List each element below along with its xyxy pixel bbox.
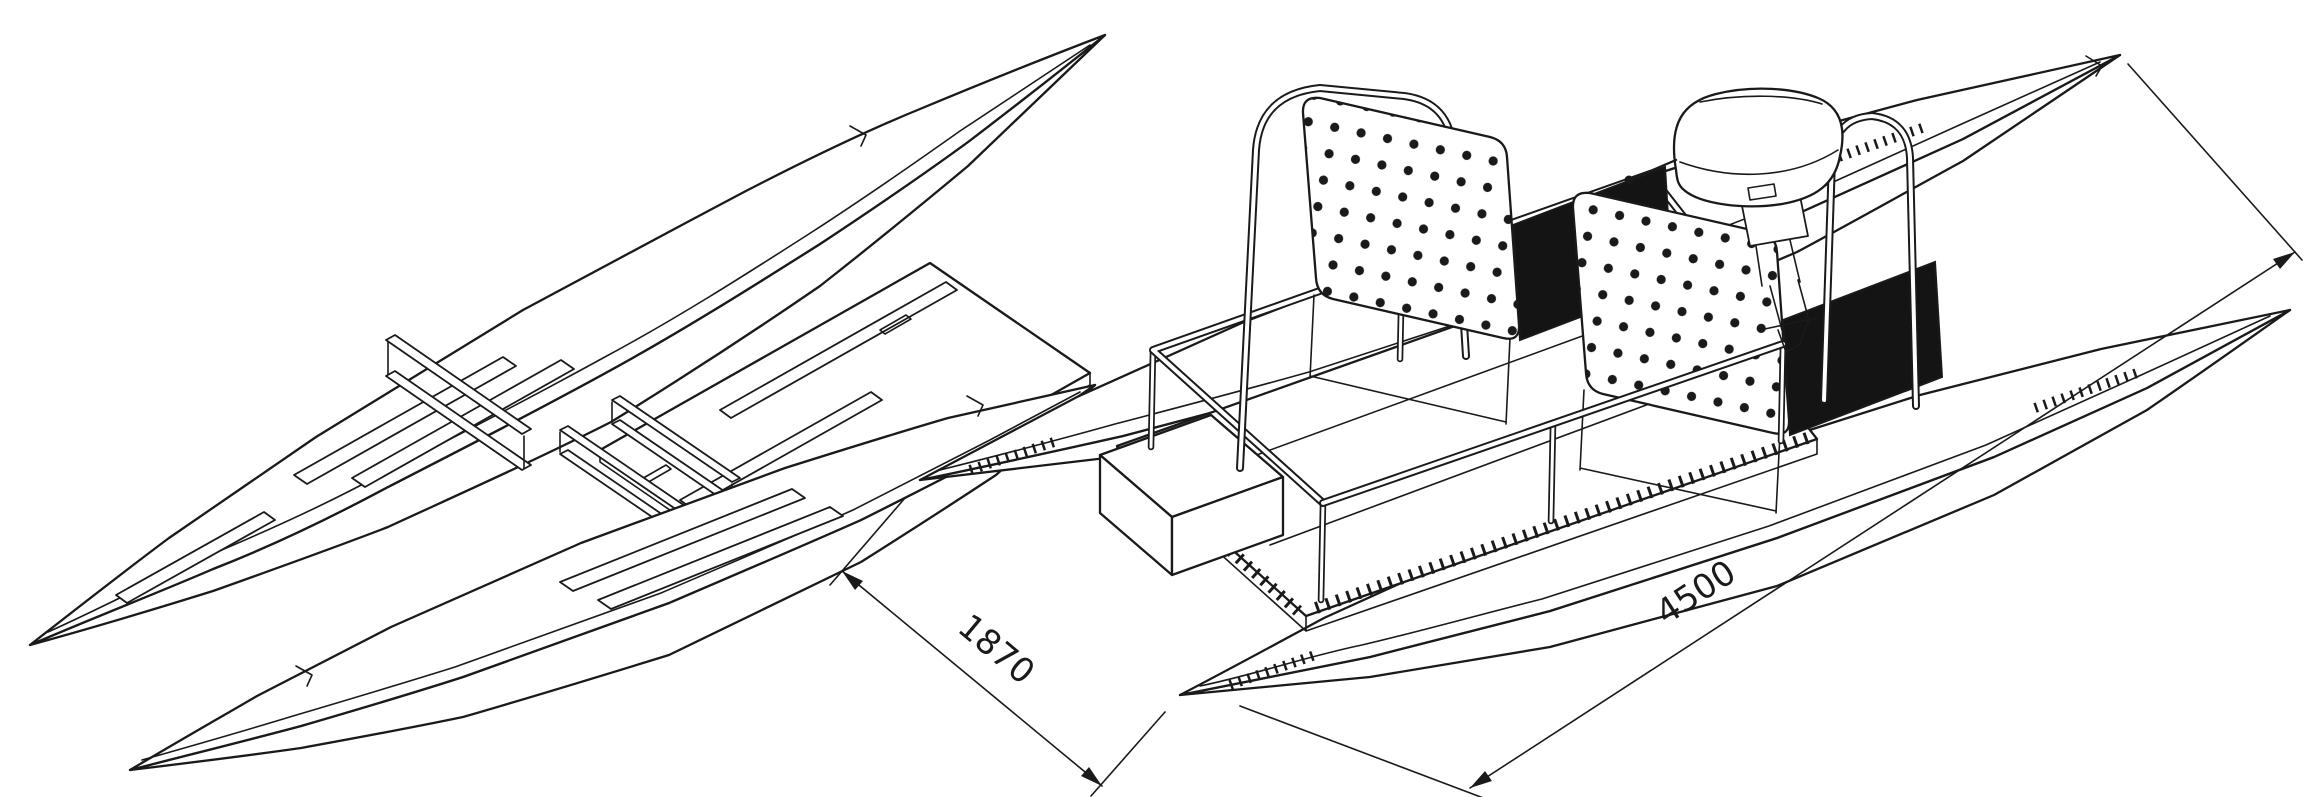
seat-backrest-perforation — [1302, 97, 1520, 339]
railing-front-rail — [1321, 342, 1785, 505]
exploded-near-hull — [128, 383, 1097, 772]
dimension-beam-label: 1870 — [950, 606, 1042, 692]
exploded-hulls-view — [28, 33, 1107, 772]
motor-tiller — [1632, 158, 1678, 180]
motor-cowling — [1672, 87, 1844, 208]
extension-line — [1239, 705, 1483, 797]
bracket-top-flange — [385, 334, 532, 435]
fitting-mark — [849, 125, 867, 147]
assembled-catamaran-view — [918, 53, 2292, 697]
far-hull-deck — [28, 33, 1107, 647]
bow-fitting-mark — [2085, 55, 2103, 77]
motor-shaft — [1755, 239, 1811, 331]
dimension-arrow — [1081, 767, 1102, 786]
dimension-arrow — [842, 571, 863, 590]
deck-plank — [559, 488, 806, 592]
passenger-seat — [1571, 191, 1791, 514]
deck-panel-plank — [719, 281, 958, 419]
hull-deck-hatching — [968, 55, 2142, 690]
motor-tiller-grip — [1624, 175, 1634, 185]
motor-latch — [1747, 183, 1777, 201]
dimension-line — [841, 570, 1103, 787]
seat-backrest-perforation — [1572, 192, 1790, 434]
motor-cavitation-plate — [1759, 317, 1817, 331]
extension-line — [1090, 711, 1166, 797]
bracket-top-flange — [611, 395, 741, 483]
extension-line — [2127, 63, 2303, 261]
deck-plank — [597, 506, 844, 610]
fitting-mark — [966, 395, 984, 417]
bracket-bottom-flange — [385, 370, 532, 471]
dimension-line — [1469, 251, 2296, 789]
dimension-arrow — [1470, 771, 1492, 788]
deck-panel-slot — [879, 314, 912, 335]
seat-leg — [1309, 294, 1511, 425]
near-hull-deck-planks — [559, 488, 844, 610]
storage-box-side-face — [1170, 475, 1285, 577]
driver-seat — [1301, 96, 1521, 425]
motor-skeg — [1777, 319, 1809, 353]
seat-leg — [1579, 389, 1781, 514]
near-hull-sheer-line — [1199, 315, 2271, 687]
railing-front-post — [1779, 342, 1785, 443]
fitting-mark — [295, 665, 313, 687]
motor-cowling-seam — [1679, 149, 1839, 176]
outboard-motor — [1624, 87, 1844, 353]
bracket-web — [387, 341, 525, 469]
railing-rear-post — [1149, 348, 1155, 449]
far-hull-crossbeam-bracket — [385, 334, 532, 471]
railing-front-post — [1549, 422, 1555, 523]
near-hull-deck — [128, 383, 1097, 772]
dimension-arrow — [2273, 252, 2295, 269]
near-hull-sheer-line — [141, 391, 1081, 761]
railing-front-post — [1319, 501, 1325, 602]
motor-cowling-cap — [1699, 95, 1823, 105]
railing-front — [1317, 340, 1787, 604]
deck-plank — [115, 511, 276, 604]
hull-fitting-marks — [295, 125, 984, 687]
storage-box — [1098, 413, 1285, 577]
